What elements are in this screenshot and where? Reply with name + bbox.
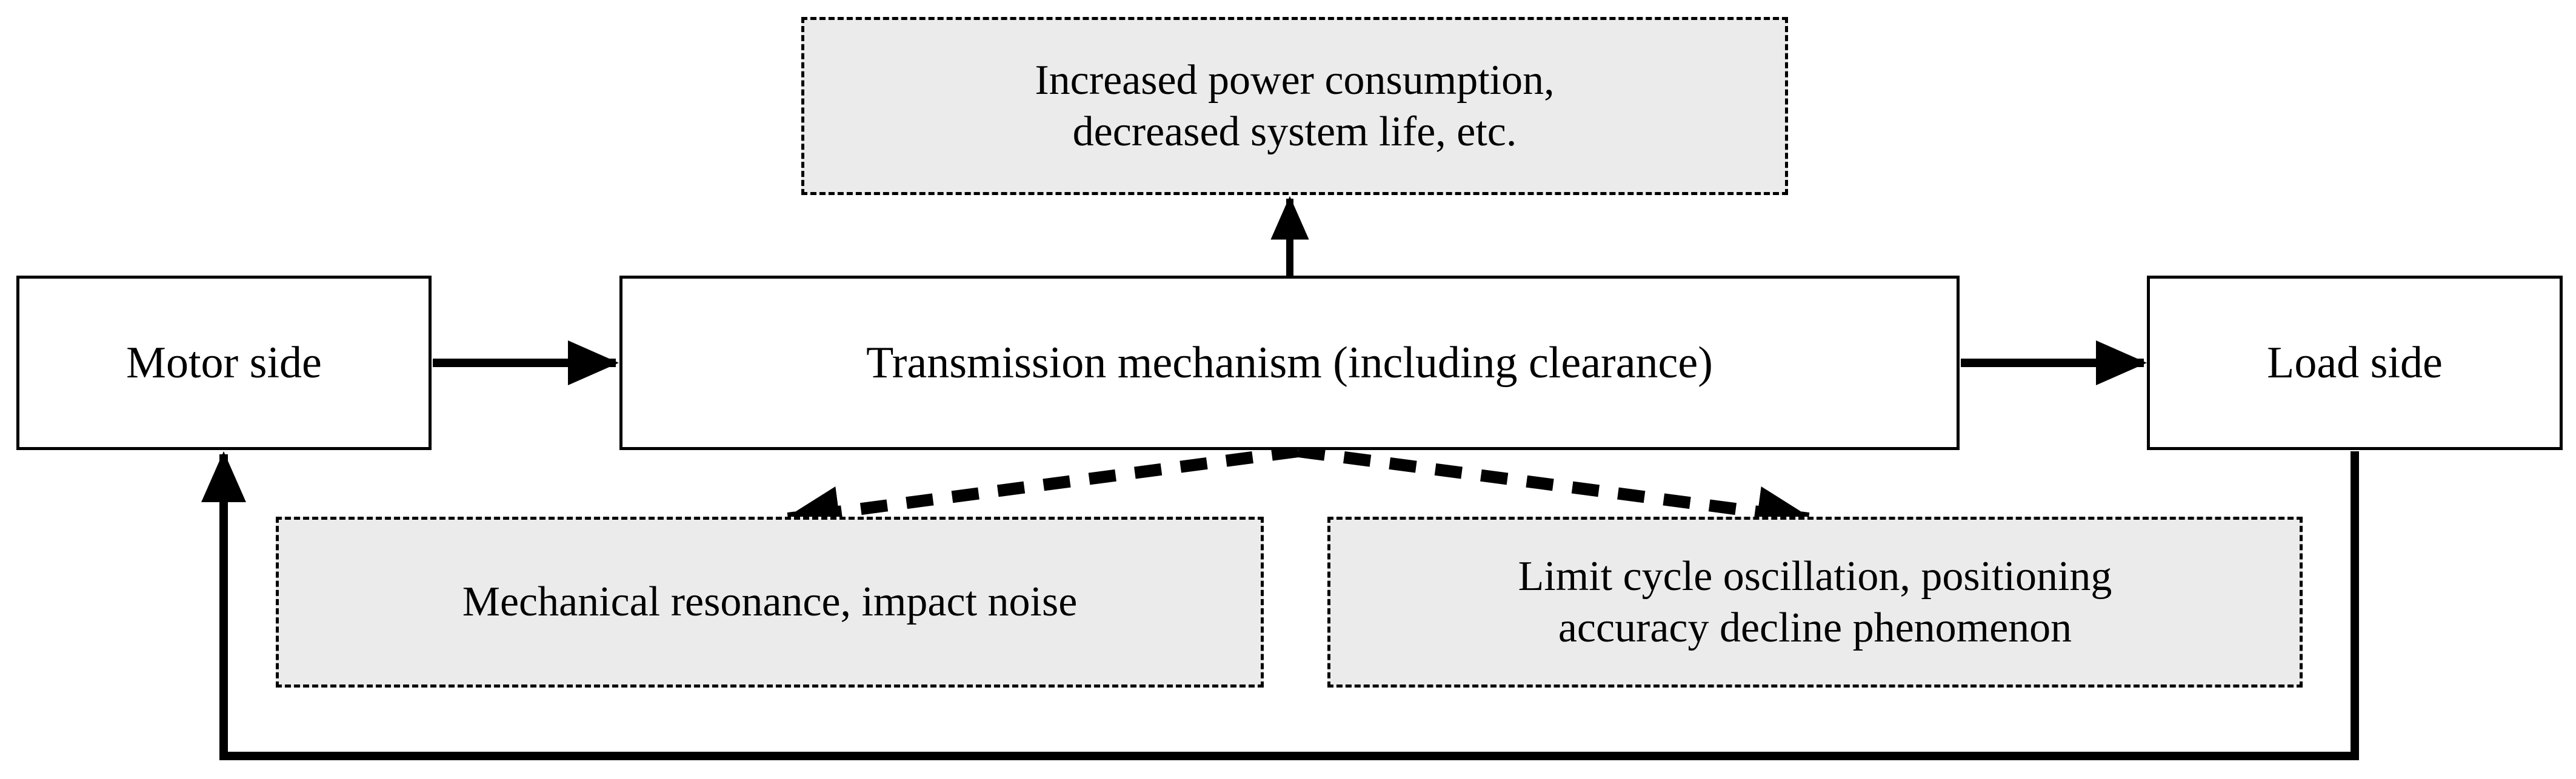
node-consequence-label: Increased power consumption, decreased s… — [1035, 56, 1555, 155]
node-motor-side[interactable]: Motor side — [16, 276, 432, 450]
node-load-side-label: Load side — [2267, 337, 2443, 388]
node-transmission[interactable]: Transmission mechanism (including cleara… — [619, 276, 1960, 450]
node-mechanical-resonance[interactable]: Mechanical resonance, impact noise — [276, 517, 1264, 688]
node-mechanical-resonance-label: Mechanical resonance, impact noise — [462, 578, 1078, 626]
edge-transmission-to-resonance — [783, 445, 1300, 537]
node-transmission-label: Transmission mechanism (including cleara… — [866, 337, 1713, 388]
edge-transmission-to-limit-cycle — [1297, 445, 1814, 537]
node-limit-cycle-label: Limit cycle oscillation, positioning acc… — [1518, 552, 2112, 651]
node-motor-side-label: Motor side — [126, 337, 322, 388]
node-consequence[interactable]: Increased power consumption, decreased s… — [801, 17, 1788, 195]
node-limit-cycle[interactable]: Limit cycle oscillation, positioning acc… — [1327, 517, 2303, 688]
node-load-side[interactable]: Load side — [2147, 276, 2563, 450]
